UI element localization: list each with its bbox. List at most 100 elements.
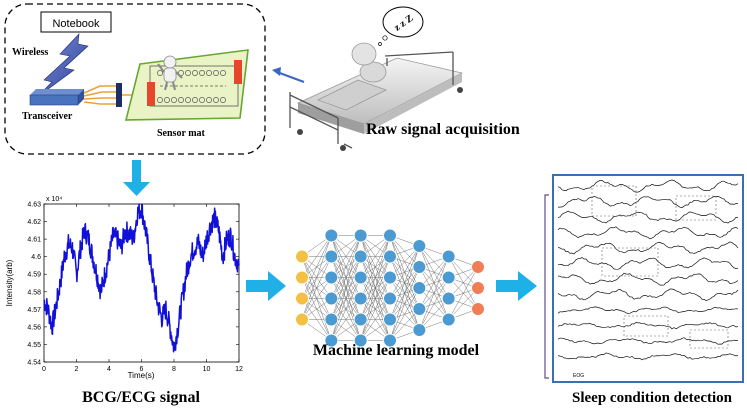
nn-hidden-node (324, 228, 339, 243)
nn-connection (389, 266, 420, 341)
nn-hidden-node (412, 239, 427, 253)
nn-hidden-node (324, 249, 339, 264)
eeg-trace-line (557, 257, 739, 270)
wireless-label: Wireless (12, 47, 48, 58)
transceiver-side (78, 89, 84, 105)
nn-connection (389, 245, 420, 341)
y-axis-ticks: 4.544.554.564.574.584.594.64.614.624.63 (27, 202, 239, 367)
nn-connection (448, 287, 479, 320)
nn-input-node (295, 291, 309, 306)
sensor-cables (83, 85, 116, 105)
nn-hidden-node (324, 312, 339, 327)
y-tick-label: 4.6 (31, 254, 41, 261)
nn-connection (389, 245, 420, 278)
nn-hidden-node (324, 270, 339, 285)
nn-output-node (471, 302, 485, 316)
eeg-trace-line (557, 241, 739, 255)
signal-series-line (43, 203, 240, 353)
x-tick-label: 0 (42, 366, 46, 373)
x-tick-label: 12 (235, 366, 243, 373)
nn-connection (331, 298, 361, 341)
x-axis-label: Time(s) (128, 371, 155, 380)
nn-hidden-node (353, 270, 368, 285)
y-tick-label: 4.57 (27, 307, 41, 314)
nn-hidden-node (353, 249, 368, 264)
nn-connection (389, 287, 420, 341)
arrow-to-model (246, 271, 286, 301)
nn-hidden-node (324, 333, 339, 348)
person-figure-icon (157, 55, 183, 91)
nn-connection (389, 245, 420, 299)
nn-hidden-node (441, 291, 456, 306)
eeg-trace-line (557, 288, 739, 301)
eeg-trace-line (557, 322, 739, 330)
nn-hidden-node (383, 291, 397, 306)
nn-connection (389, 308, 420, 341)
nn-connection (448, 266, 479, 299)
eog-trace-label: EOG (573, 373, 584, 379)
transceiver-top (30, 89, 84, 95)
neural-network-nodes (295, 228, 485, 348)
eeg-trace-line (557, 226, 739, 240)
wireless-bolt-icon (35, 33, 89, 99)
nn-connection (301, 235, 332, 299)
nn-hidden-node (383, 270, 397, 285)
y-tick-label: 4.61 (27, 237, 41, 244)
eeg-trace-line (557, 337, 739, 345)
y-axis-label: Intensity(arb) (5, 259, 14, 306)
acquisition-caption: Raw signal acquisition (366, 121, 520, 138)
nn-connection (360, 235, 391, 299)
nn-connection (419, 256, 449, 310)
nn-hidden-node (441, 312, 456, 327)
y-tick-label: 4.56 (27, 324, 41, 331)
y-tick-label: 4.59 (27, 272, 41, 279)
sleep-thought-bubble (378, 6, 424, 46)
nn-connection (360, 235, 391, 278)
y-tick-label: 4.54 (27, 360, 41, 367)
nn-connection (448, 266, 479, 320)
nn-hidden-node (383, 249, 397, 264)
x-tick-label: 8 (172, 366, 176, 373)
detection-event-boxes (591, 185, 729, 349)
nn-connection (360, 277, 391, 341)
y-tick-label: 4.58 (27, 289, 41, 296)
nn-output-node (471, 281, 485, 295)
nn-hidden-node (383, 312, 397, 327)
signal-caption: BCG/ECG signal (82, 389, 200, 406)
nn-hidden-node (383, 333, 397, 348)
nn-connection (419, 256, 449, 289)
nn-hidden-node (353, 312, 368, 327)
down-arrow-to-signal (123, 160, 150, 196)
nn-hidden-node (383, 228, 397, 243)
nn-connection (331, 235, 361, 299)
y-tick-label: 4.62 (27, 219, 41, 226)
sensor-mat-label: Sensor mat (157, 128, 206, 139)
acquisition-system-box (4, 3, 266, 155)
nn-connection (331, 277, 361, 341)
nn-connection (301, 256, 332, 320)
nn-connection (360, 235, 391, 320)
model-caption: Machine learning model (313, 342, 480, 359)
y-tick-label: 4.55 (27, 342, 41, 349)
bed-illustration (289, 42, 464, 151)
nn-hidden-node (441, 249, 456, 264)
nn-output-node (471, 260, 485, 274)
arrow-to-detection (496, 271, 537, 301)
nn-connection (301, 235, 332, 278)
transceiver-label: Transceiver (22, 111, 73, 122)
nn-connection (360, 256, 391, 341)
nn-hidden-node (412, 302, 427, 316)
transceiver-device (29, 94, 79, 106)
bcg-ecg-signal-chart: 4.544.554.564.574.584.594.64.614.624.63 … (5, 196, 243, 380)
nn-connection (301, 235, 332, 320)
nn-connection (419, 298, 449, 331)
nn-hidden-node (324, 291, 339, 306)
sensor-mat (124, 49, 249, 121)
notebook-box (40, 11, 112, 33)
detection-caption: Sleep condition detection (572, 390, 733, 406)
nn-hidden-node (353, 291, 368, 306)
nn-connection (331, 235, 361, 278)
nn-connection (301, 277, 332, 320)
x-tick-label: 2 (75, 366, 79, 373)
